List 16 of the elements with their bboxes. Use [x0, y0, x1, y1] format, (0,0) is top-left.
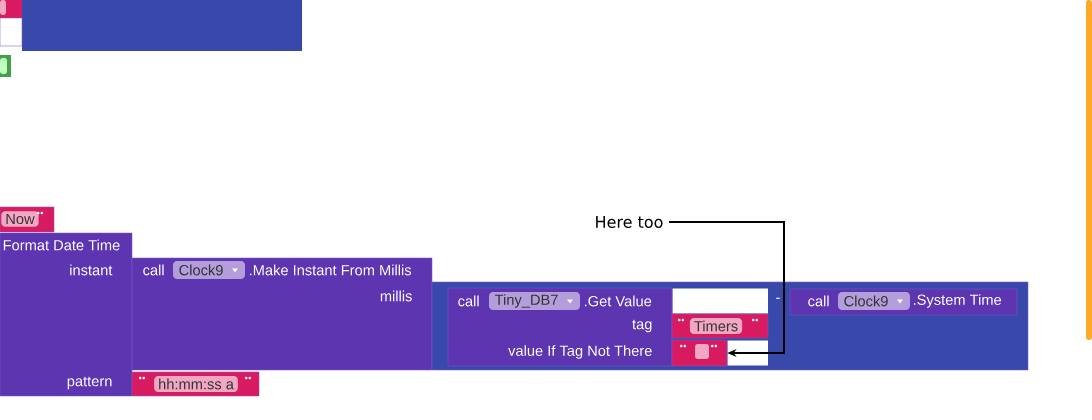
block-label: millis — [380, 290, 412, 302]
block-label: value If Tag Not There — [508, 345, 652, 359]
block-label: .System Time — [913, 294, 1002, 308]
block-label: Format Date Time — [3, 239, 120, 251]
block-label: .Make Instant From Millis — [249, 264, 412, 276]
block-label: tag — [632, 319, 652, 333]
block-label: call — [143, 264, 164, 276]
arrow — [668, 221, 785, 358]
block-label: instant — [70, 264, 113, 276]
block-label: call — [808, 295, 829, 307]
block-label: pattern — [67, 376, 112, 390]
block-label: .Get Value — [584, 295, 652, 307]
block-label: call — [458, 295, 479, 307]
block-label: - — [776, 297, 780, 299]
text-chip: Now — [1, 211, 39, 227]
annotation-text: Here too — [596, 216, 663, 228]
